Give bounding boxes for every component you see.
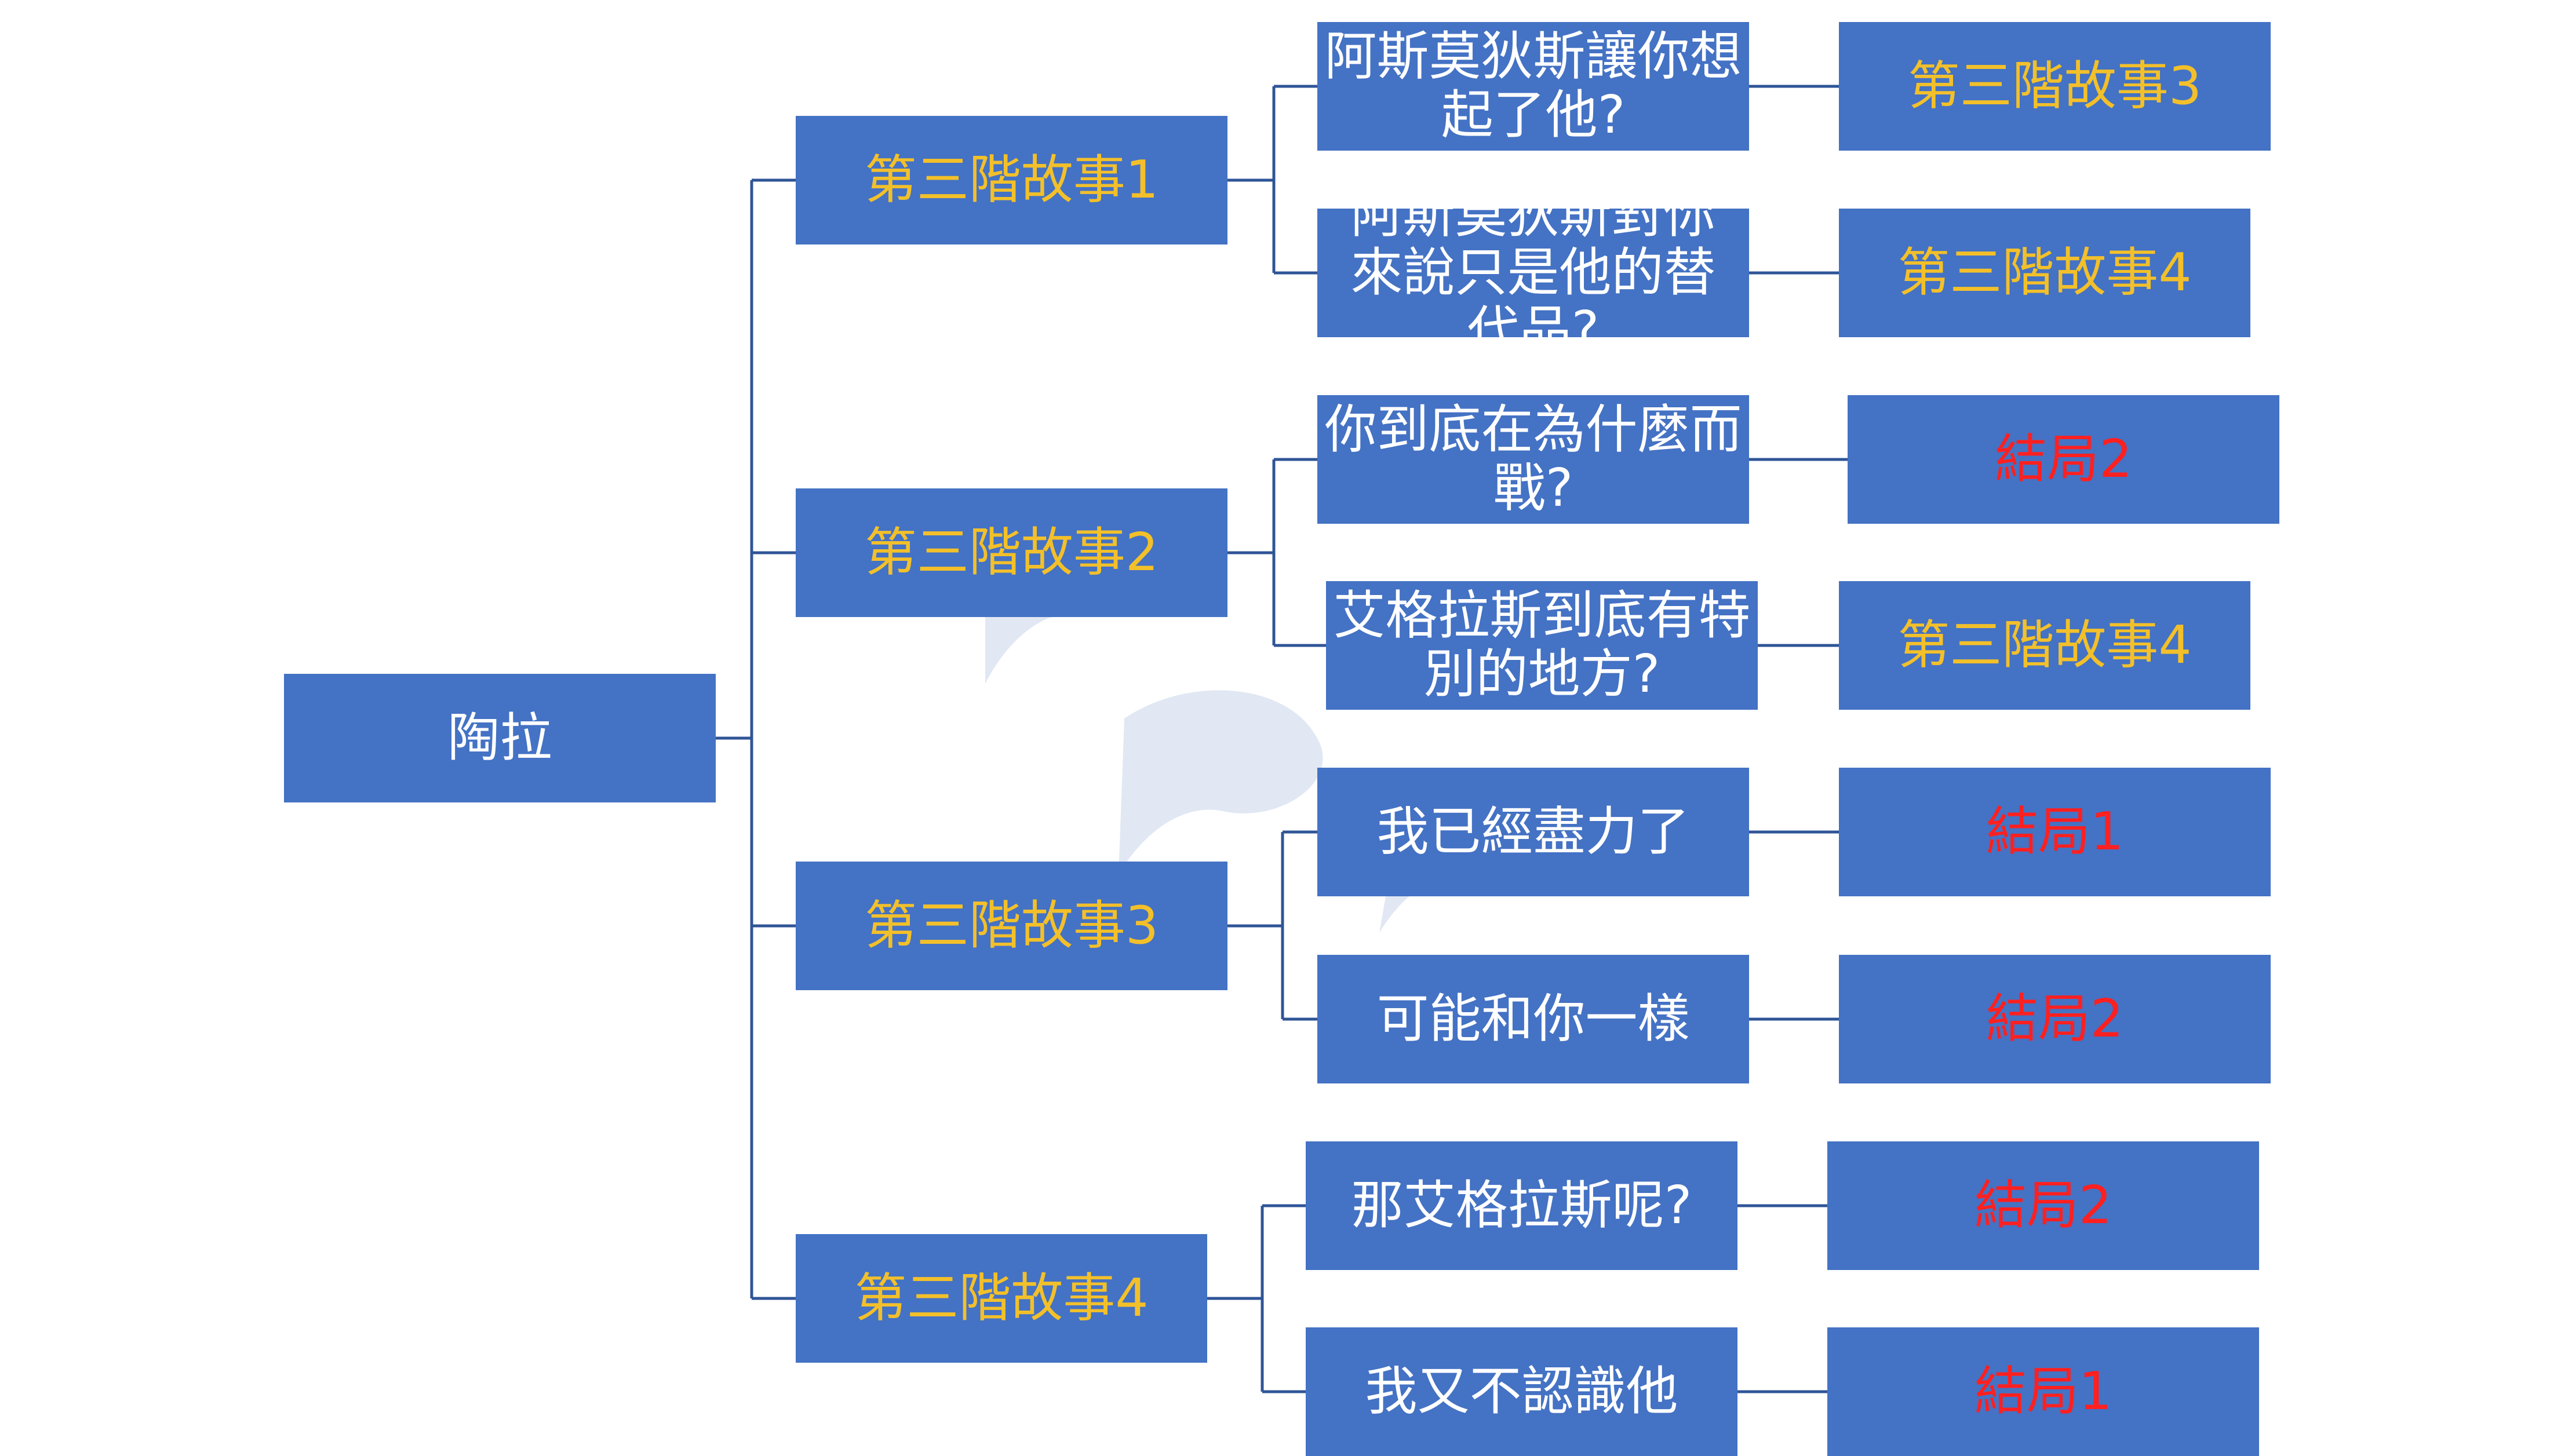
result-label: 結局2 bbox=[1994, 428, 2133, 490]
story-node-2: 第三階故事2 bbox=[796, 488, 1227, 617]
result-node-4-2: 結局1 bbox=[1827, 1327, 2259, 1456]
choice-node-4-2: 我又不認識他 bbox=[1306, 1327, 1737, 1456]
story-node-3: 第三階故事3 bbox=[796, 862, 1227, 990]
story-label: 第三階故事4 bbox=[854, 1267, 1149, 1329]
choice-node-3-1: 我已經盡力了 bbox=[1317, 768, 1749, 896]
choice-node-3-2: 可能和你一樣 bbox=[1317, 955, 1749, 1083]
story-label: 第三階故事1 bbox=[864, 149, 1159, 210]
result-label: 第三階故事4 bbox=[1897, 614, 2192, 676]
choice-label: 艾格拉斯到底有特別的地方? bbox=[1333, 585, 1751, 705]
result-node-4-1: 結局2 bbox=[1827, 1141, 2259, 1270]
result-label: 第三階故事3 bbox=[1907, 55, 2202, 116]
root-label: 陶拉 bbox=[447, 707, 552, 768]
result-label: 結局2 bbox=[1986, 988, 2124, 1049]
choice-label: 阿斯莫狄斯讓你想起了他? bbox=[1324, 26, 1742, 145]
result-node-2-2: 第三階故事4 bbox=[1839, 581, 2250, 710]
choice-node-2-1: 你到底在為什麼而戰? bbox=[1317, 395, 1749, 524]
choice-label: 我又不認識他 bbox=[1365, 1360, 1678, 1422]
choice-node-1-2: 阿斯莫狄斯對你來說只是他的替代品? bbox=[1317, 185, 1749, 360]
result-node-3-2: 結局2 bbox=[1839, 955, 2271, 1083]
story-label: 第三階故事3 bbox=[864, 895, 1159, 956]
result-label: 結局2 bbox=[1974, 1174, 2112, 1236]
result-label: 結局1 bbox=[1974, 1360, 2112, 1422]
choice-label: 阿斯莫狄斯對你來說只是他的替代品? bbox=[1350, 183, 1716, 362]
choice-label: 可能和你一樣 bbox=[1376, 988, 1690, 1049]
result-node-1-1: 第三階故事3 bbox=[1839, 22, 2271, 151]
choice-node-4-1: 那艾格拉斯呢? bbox=[1306, 1141, 1737, 1270]
choice-label: 你到底在為什麼而戰? bbox=[1324, 399, 1742, 519]
story-node-4: 第三階故事4 bbox=[796, 1234, 1207, 1363]
story-node-1: 第三階故事1 bbox=[796, 116, 1227, 245]
result-node-1-2: 第三階故事4 bbox=[1839, 209, 2250, 337]
root-node: 陶拉 bbox=[284, 674, 716, 802]
choice-label: 那艾格拉斯呢? bbox=[1351, 1174, 1692, 1236]
choice-label: 我已經盡力了 bbox=[1376, 801, 1690, 862]
choice-node-2-2: 艾格拉斯到底有特別的地方? bbox=[1326, 581, 1758, 710]
result-node-2-1: 結局2 bbox=[1848, 395, 2279, 524]
result-label: 結局1 bbox=[1986, 801, 2124, 862]
story-label: 第三階故事2 bbox=[864, 521, 1159, 583]
choice-node-1-1: 阿斯莫狄斯讓你想起了他? bbox=[1317, 22, 1749, 151]
result-label: 第三階故事4 bbox=[1897, 242, 2192, 303]
result-node-3-1: 結局1 bbox=[1839, 768, 2271, 896]
